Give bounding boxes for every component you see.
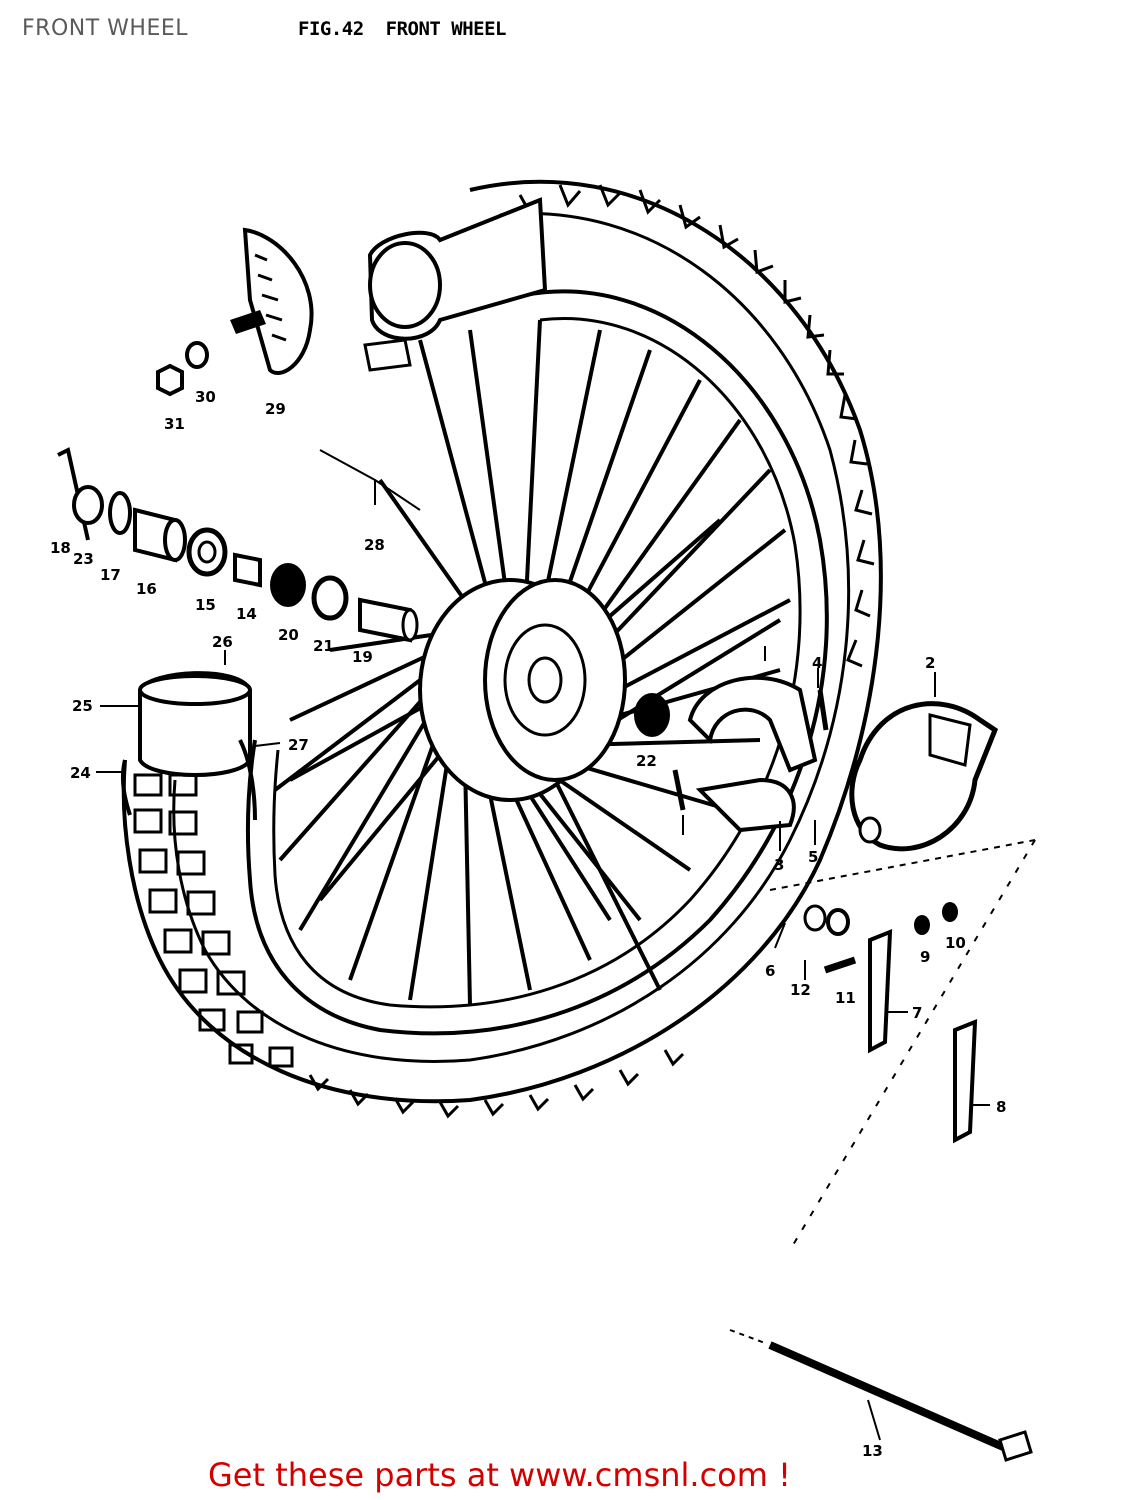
callout-21: 21 [313, 637, 334, 655]
tire-section-drawing [120, 671, 257, 821]
tire-outline [121, 179, 883, 1104]
callout-27: 27 [288, 736, 309, 754]
callout-17: 17 [100, 566, 121, 584]
hub [418, 578, 627, 802]
rim-inner-edge [272, 317, 802, 1009]
callout-16: 16 [136, 580, 157, 598]
page-title: FRONT WHEEL [22, 16, 188, 41]
tire-tread-pattern [133, 184, 875, 1119]
callout-31: 31 [164, 415, 185, 433]
callout-29: 29 [265, 400, 286, 418]
tire-inner-edge [172, 212, 851, 1063]
speedometer-gearbox-drawing [156, 227, 314, 397]
figure-number: FIG.42 [298, 18, 364, 40]
callout-15: 15 [195, 596, 216, 614]
callout-9: 9 [920, 948, 930, 966]
callout-2: 2 [925, 654, 935, 672]
part-number-callouts: 2 3 4 5 6 7 8 9 10 11 12 13 14 15 16 17 … [50, 388, 1006, 1460]
figure-title: FIG.42 FRONT WHEEL [298, 18, 506, 40]
callout-11: 11 [835, 989, 856, 1007]
brake-assembly-drawing [672, 675, 1036, 1251]
callout-4: 4 [812, 654, 822, 672]
parts-store-link[interactable]: Get these parts at www.cmsnl.com ! [208, 1456, 791, 1494]
callout-18: 18 [50, 539, 71, 557]
callout-10: 10 [945, 934, 966, 952]
callout-12: 12 [790, 981, 811, 999]
figure-name: FRONT WHEEL [385, 18, 507, 40]
callout-28: 28 [364, 536, 385, 554]
callout-14: 14 [236, 605, 257, 623]
rim-outline [245, 289, 829, 1036]
callout-22: 22 [636, 752, 657, 770]
callout-20: 20 [278, 626, 299, 644]
callout-26: 26 [212, 633, 233, 651]
callout-5: 5 [808, 848, 818, 866]
callout-19: 19 [352, 648, 373, 666]
callout-13: 13 [862, 1442, 883, 1460]
callout-24: 24 [70, 764, 91, 782]
callout-25: 25 [72, 697, 93, 715]
callout-6: 6 [765, 962, 775, 980]
axle-drawing [729, 1329, 1033, 1462]
callout-7: 7 [912, 1004, 922, 1022]
callout-leaders [96, 449, 990, 1441]
wheel-assembly-drawing [120, 179, 883, 1119]
tube-drawing [363, 197, 548, 372]
axle-parts-stack [57, 447, 670, 737]
callout-8: 8 [996, 1098, 1006, 1116]
callout-3: 3 [774, 856, 784, 874]
callout-23: 23 [73, 550, 94, 568]
callout-30: 30 [195, 388, 216, 406]
